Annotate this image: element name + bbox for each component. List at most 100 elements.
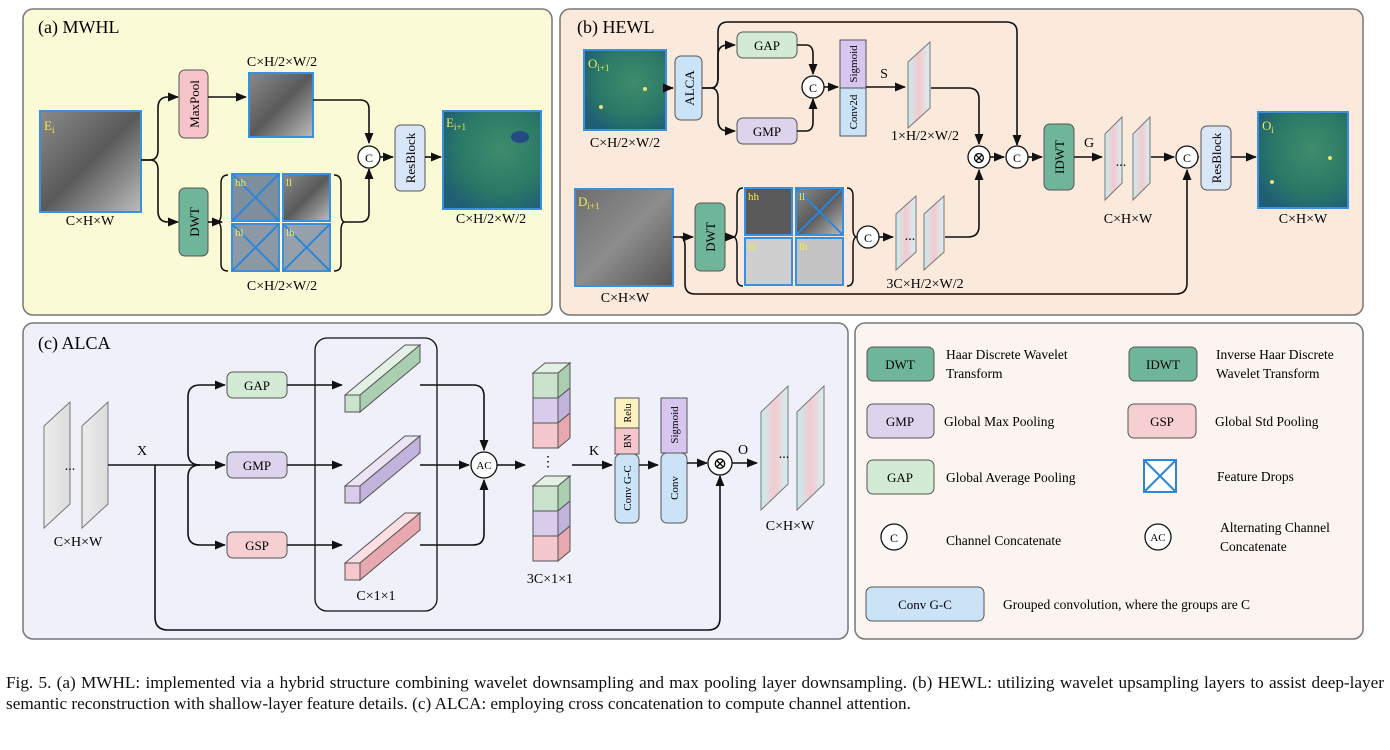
feature-drop-icon xyxy=(1143,459,1177,493)
pooled-vectors-frame xyxy=(314,337,438,612)
legend-ac-icon xyxy=(1144,523,1172,551)
pooled-vector-gsp xyxy=(343,511,422,582)
legend-concat-icon xyxy=(880,523,908,551)
gsp-label-c: GSP xyxy=(245,538,269,553)
skip-dim: C×H×W xyxy=(601,291,650,306)
input-e-sub: i xyxy=(52,125,55,135)
panel-c-title: (c) ALCA xyxy=(38,333,110,354)
subband-a-lh: lh xyxy=(286,227,295,239)
concat-label-b2: C xyxy=(1013,151,1021,165)
maxpool-dim: C×H/2×W/2 xyxy=(247,55,317,70)
output-dim-c: C×H×W xyxy=(766,519,815,534)
input-dim-a: C×H×W xyxy=(66,214,115,229)
output-image-o xyxy=(1257,111,1349,209)
3c-feature-stack: ... xyxy=(895,194,945,272)
concat-label-b3: C xyxy=(1183,151,1191,165)
gmp-label-b: GMP xyxy=(753,124,781,139)
svg-text:Di+1: Di+1 xyxy=(578,194,599,211)
svg-text:Ei: Ei xyxy=(44,118,55,135)
legend-ac-key: AC xyxy=(1150,532,1165,544)
3c-stack-dim: 3C×H/2×W/2 xyxy=(886,277,963,292)
o-label: O xyxy=(738,443,748,458)
dwt-label-b: DWT xyxy=(703,222,718,252)
bn-label: BN xyxy=(623,434,634,448)
g-stack-ellipsis: ... xyxy=(1116,155,1127,170)
panel-alca: (c) ALCA ... C×H×W X GAP GMP GSP xyxy=(22,322,849,640)
skip-d-label: D xyxy=(578,194,587,209)
pooled-vector-gap xyxy=(343,343,422,414)
output-e-sub: i+1 xyxy=(454,122,466,132)
legend: DWT Haar Discrete Wavelet Transform IDWT… xyxy=(854,322,1364,640)
legend-gmp-text: Global Max Pooling xyxy=(944,414,1054,429)
pooled-dim: C×1×1 xyxy=(356,589,395,604)
input-tensor-x: ... xyxy=(43,400,109,530)
gmp-label-c: GMP xyxy=(243,458,271,473)
panel-a-title: (a) MWHL xyxy=(38,17,119,38)
multiply-label-c: ⊗ xyxy=(713,454,727,473)
legend-idwt-text-1: Inverse Haar Discrete xyxy=(1216,347,1334,362)
subband-grid-a: hh ll hl lh xyxy=(231,173,331,272)
3c-stack-ellipsis: ... xyxy=(905,229,916,244)
legend-dwt-key: DWT xyxy=(885,357,915,372)
legend-dwt-swatch xyxy=(866,346,935,382)
dwt-label-a: DWT xyxy=(187,207,202,237)
legend-idwt-key: IDWT xyxy=(1146,357,1180,372)
conv-block-c xyxy=(660,452,688,524)
g-feature-stack: ... xyxy=(1104,115,1151,202)
sigmoid-label-b: Sigmoid xyxy=(848,45,860,83)
legend-gap-key: GAP xyxy=(887,470,913,485)
legend-gap-swatch xyxy=(866,459,935,495)
resblock-a xyxy=(394,124,426,192)
multiply-label-b: ⊗ xyxy=(972,150,985,167)
conv2d-block xyxy=(839,87,867,137)
input-dim-b: C×H/2×W/2 xyxy=(590,136,660,151)
concat-label-a: C xyxy=(365,151,373,165)
input-image-e xyxy=(39,110,142,213)
concat-label-b4: C xyxy=(864,231,872,245)
conv2d-label: Conv2d xyxy=(848,94,860,129)
g-dim: C×H×W xyxy=(1104,212,1153,227)
s-dim: 1×H/2×W/2 xyxy=(891,129,959,144)
input-o-sub: i+1 xyxy=(597,63,609,73)
legend-dwt-text-1: Haar Discrete Wavelet xyxy=(946,347,1068,362)
legend-idwt-swatch xyxy=(1128,346,1198,382)
legend-convgc-text: Grouped convolution, where the groups ar… xyxy=(1003,597,1250,612)
resblock-label-b: ResBlock xyxy=(1209,132,1224,183)
legend-ac-text-1: Alternating Channel xyxy=(1220,520,1330,535)
alca-label: ALCA xyxy=(682,70,697,106)
subband-a-hh: hh xyxy=(235,177,247,189)
x-label: X xyxy=(137,444,147,459)
resblock-b xyxy=(1200,125,1232,191)
channel-stack-vdots: ⋮ xyxy=(541,455,555,470)
architecture-figure: (a) MWHL Ei C×H×W MaxPool C×H/2×W/2 DWT … xyxy=(22,8,1364,640)
maxpool-label: MaxPool xyxy=(187,80,202,128)
subband-a-hl: hl xyxy=(235,227,244,239)
output-tensor-o: ... xyxy=(760,384,825,512)
legend-idwt-text-2: Wavelet Transform xyxy=(1216,366,1320,381)
s-map-sheet xyxy=(907,40,931,130)
panel-a-frame xyxy=(22,8,553,316)
sigmoid-block-c xyxy=(660,397,688,454)
legend-concat-text: Channel Concatenate xyxy=(946,533,1061,548)
skip-image-d xyxy=(574,188,674,287)
s-label: S xyxy=(880,67,888,82)
figure-caption: Fig. 5. (a) MWHL: implemented via a hybr… xyxy=(6,673,1384,713)
subband-b-ll: ll xyxy=(799,191,805,203)
subband-a-ll: ll xyxy=(286,177,292,189)
concat-label-b1: C xyxy=(809,81,817,95)
k-label: K xyxy=(589,444,599,459)
legend-convgc-key: Conv G-C xyxy=(898,597,952,612)
pooled-vector-gmp xyxy=(343,434,422,505)
legend-dwt-text-2: Transform xyxy=(946,366,1003,381)
panel-hewl: (b) HEWL Oi+1 C×H/2×W/2 ALCA GAP GMP C C… xyxy=(559,8,1364,316)
output-image-e xyxy=(442,110,542,210)
output-dim-a: C×H/2×W/2 xyxy=(456,212,526,227)
legend-concat-key: C xyxy=(890,531,898,545)
svg-text:Ei+1: Ei+1 xyxy=(446,115,466,132)
legend-convgc-swatch xyxy=(865,586,985,622)
input-dim-c: C×H×W xyxy=(54,535,103,550)
svg-text:Oi+1: Oi+1 xyxy=(588,56,609,73)
legend-drop-text: Feature Drops xyxy=(1217,469,1294,484)
subband-grid-b: hh ll hl lh xyxy=(744,187,844,286)
relu-label: Relu xyxy=(623,404,634,423)
